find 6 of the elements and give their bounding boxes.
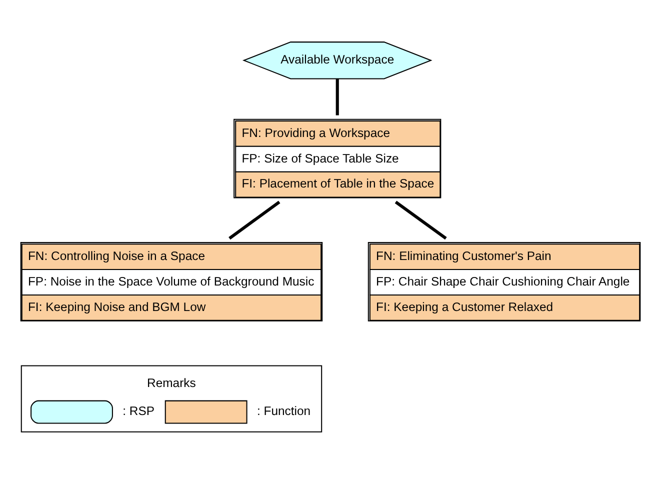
label: Remarks [147,376,196,390]
connector [394,200,447,240]
connector [228,200,280,240]
legend-label: : Function [256,404,311,418]
legend-label: : RSP [122,404,155,418]
connector [336,78,339,115]
